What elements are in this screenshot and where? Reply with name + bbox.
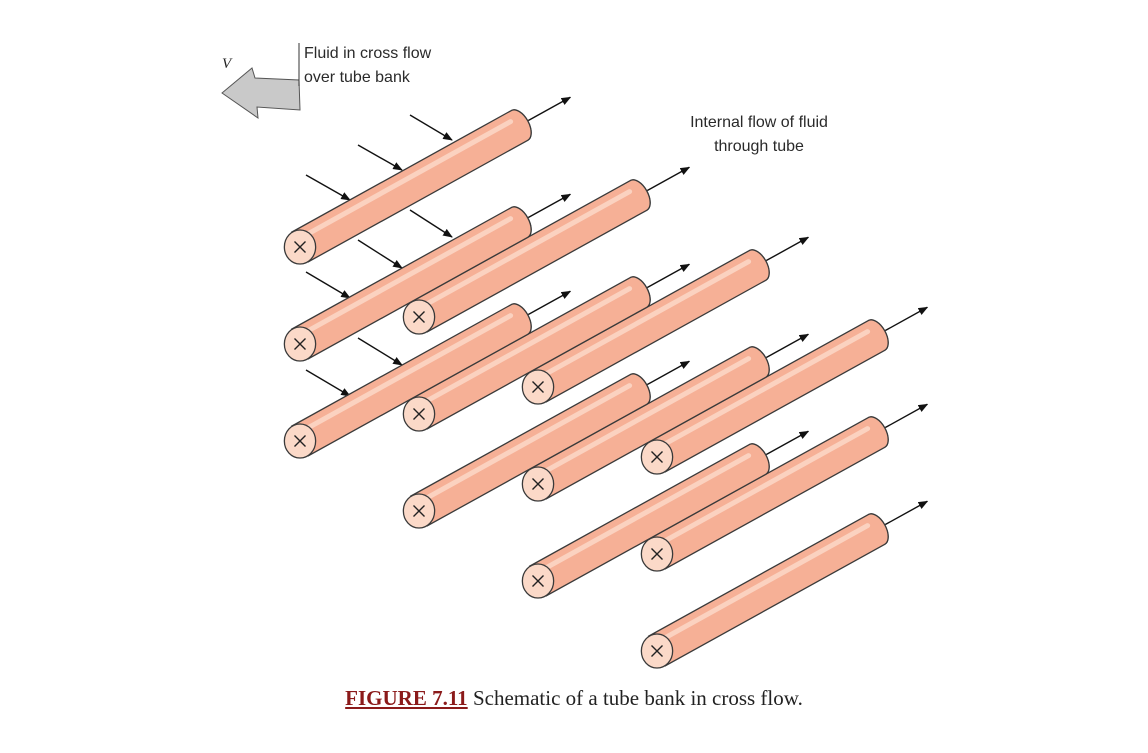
cross-flow-label-line2: over tube bank xyxy=(304,69,411,86)
tube-highlight xyxy=(306,313,514,431)
tube xyxy=(521,430,810,599)
tube xyxy=(402,263,691,432)
tube-body xyxy=(647,416,889,570)
internal-flow-arrow xyxy=(884,403,929,429)
figure-caption: FIGURE 7.11 Schematic of a tube bank in … xyxy=(0,686,1148,711)
internal-flow-arrow xyxy=(646,166,691,192)
internal-flow-label-line1: Internal flow of fluid xyxy=(690,114,828,131)
tube-body xyxy=(409,373,651,527)
flow-into-page-icon xyxy=(413,408,425,420)
internal-flow-arrow xyxy=(646,263,691,289)
tube-body xyxy=(409,276,651,430)
flow-into-page-icon xyxy=(413,505,425,517)
tube-highlight xyxy=(663,523,871,641)
cross-flow-arrow xyxy=(357,239,403,269)
internal-flow-arrow xyxy=(884,306,929,332)
inflow-arrow-icon xyxy=(221,67,301,120)
tube xyxy=(640,306,929,475)
flow-into-page-icon xyxy=(294,338,306,350)
cross-flow-arrow xyxy=(409,114,453,141)
cross-flow-arrow xyxy=(409,209,453,238)
flow-into-page-icon xyxy=(651,548,663,560)
tube-highlight xyxy=(544,453,752,571)
cross-flow-arrow xyxy=(305,271,351,299)
tube-body xyxy=(647,319,889,473)
internal-flow-arrow xyxy=(646,360,691,386)
tube-highlight xyxy=(663,329,871,447)
tube-body xyxy=(290,303,532,457)
tube-highlight xyxy=(425,286,633,404)
cross-flow-arrow xyxy=(357,337,403,366)
flow-into-page-icon xyxy=(532,575,544,587)
internal-flow-arrow xyxy=(527,193,572,219)
cross-flow-arrow xyxy=(305,174,351,201)
figure-number: FIGURE 7.11 xyxy=(345,686,468,710)
cross-flow-arrow xyxy=(357,144,403,171)
internal-flow-arrow xyxy=(527,290,572,316)
cross-flow-label-line1: Fluid in cross flow xyxy=(304,45,432,62)
tube-body xyxy=(409,179,651,333)
internal-flow-arrow xyxy=(884,500,929,526)
tube xyxy=(521,333,810,502)
internal-flow-arrow xyxy=(765,430,810,456)
flow-into-page-icon xyxy=(294,241,306,253)
tube-highlight xyxy=(306,216,514,334)
tube-body xyxy=(528,249,770,403)
tube-highlight xyxy=(663,426,871,544)
tube-highlight xyxy=(425,383,633,501)
tube xyxy=(283,193,572,362)
tube-bank xyxy=(283,96,929,669)
caption-text: Schematic of a tube bank in cross flow. xyxy=(467,686,803,710)
tube-body xyxy=(290,206,532,360)
tube xyxy=(402,166,691,335)
internal-flow-arrow xyxy=(765,236,810,262)
tube-highlight xyxy=(306,119,514,237)
internal-flow-label-line2: through tube xyxy=(714,138,804,155)
internal-flow-arrow xyxy=(765,333,810,359)
flow-into-page-icon xyxy=(651,451,663,463)
tube xyxy=(640,500,929,669)
tube xyxy=(521,236,810,405)
flow-into-page-icon xyxy=(294,435,306,447)
tube-highlight xyxy=(425,189,633,307)
tube-body xyxy=(647,513,889,667)
tube xyxy=(402,360,691,529)
flow-into-page-icon xyxy=(413,311,425,323)
tube-highlight xyxy=(544,356,752,474)
cross-flow-arrow xyxy=(305,369,351,397)
flow-into-page-icon xyxy=(532,478,544,490)
flow-into-page-icon xyxy=(651,645,663,657)
tube xyxy=(283,96,572,265)
flow-into-page-icon xyxy=(532,381,544,393)
tube-highlight xyxy=(544,259,752,377)
tube-body xyxy=(290,109,532,263)
velocity-label: V xyxy=(222,56,233,72)
cross-flow-arrows xyxy=(305,114,453,397)
tube xyxy=(283,290,572,459)
tube xyxy=(640,403,929,572)
tube-body xyxy=(528,443,770,597)
tube-body xyxy=(528,346,770,500)
internal-flow-arrow xyxy=(527,96,572,122)
